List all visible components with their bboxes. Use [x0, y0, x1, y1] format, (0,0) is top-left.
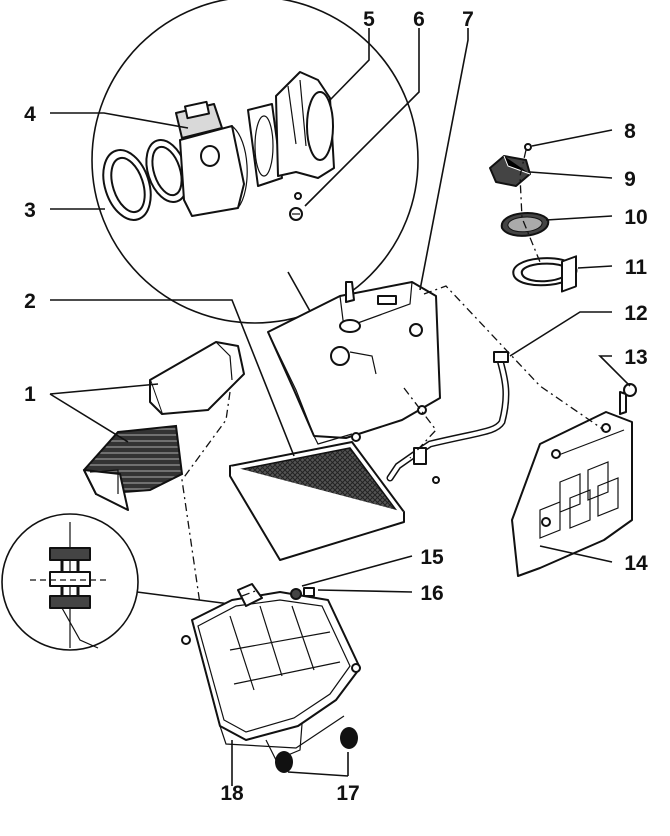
screw-part-6	[289, 192, 303, 221]
seal-ring-part-3	[102, 149, 152, 221]
callout-10: 10	[624, 206, 647, 229]
assembly-lines	[181, 149, 605, 605]
callout-3: 3	[24, 199, 36, 222]
callout-5: 5	[363, 8, 375, 31]
air-filter-housing-lower	[181, 583, 361, 761]
vent-hose-part-12	[386, 351, 510, 484]
heat-shield-part-14	[511, 255, 633, 577]
clip-part-16	[303, 587, 315, 597]
flange-gasket	[247, 103, 283, 187]
callout-8: 8	[624, 120, 636, 143]
callout-16: 16	[420, 582, 443, 605]
air-filter-element-part-2	[229, 441, 405, 561]
intake-connector-part-5	[275, 71, 335, 179]
callout-12: 12	[624, 302, 647, 325]
callout-15: 15	[420, 546, 444, 569]
air-filter-housing-upper	[267, 281, 441, 445]
rubber-mount-part-17	[275, 727, 358, 773]
callout-18: 18	[220, 782, 244, 805]
grommet-part-15	[290, 588, 302, 600]
callout-14: 14	[624, 552, 648, 575]
screw-part-13	[619, 383, 637, 415]
callout-4: 4	[24, 103, 36, 126]
callout-9: 9	[624, 168, 636, 191]
callout-6: 6	[413, 8, 425, 31]
seal-ring-part-11	[512, 257, 578, 287]
callout-labels: 1 2 3 4 5 6 7 8 9 10 11 12 13 14 15 16 1…	[24, 8, 648, 805]
callout-13: 13	[624, 346, 647, 369]
air-mass-meter-part-4	[175, 100, 248, 217]
leader-lines	[49, 28, 631, 786]
detail-circle-lower	[1, 513, 231, 651]
callout-1: 1	[24, 383, 36, 406]
callout-11: 11	[625, 256, 648, 279]
callout-7: 7	[462, 8, 474, 31]
air-duct-upper-part-1	[149, 341, 245, 415]
sensor-part-9	[489, 155, 531, 187]
air-duct-lower-bellows-part-1	[82, 424, 184, 511]
screw-part-8	[524, 143, 532, 151]
callout-17: 17	[336, 782, 359, 805]
callout-2: 2	[24, 290, 36, 313]
